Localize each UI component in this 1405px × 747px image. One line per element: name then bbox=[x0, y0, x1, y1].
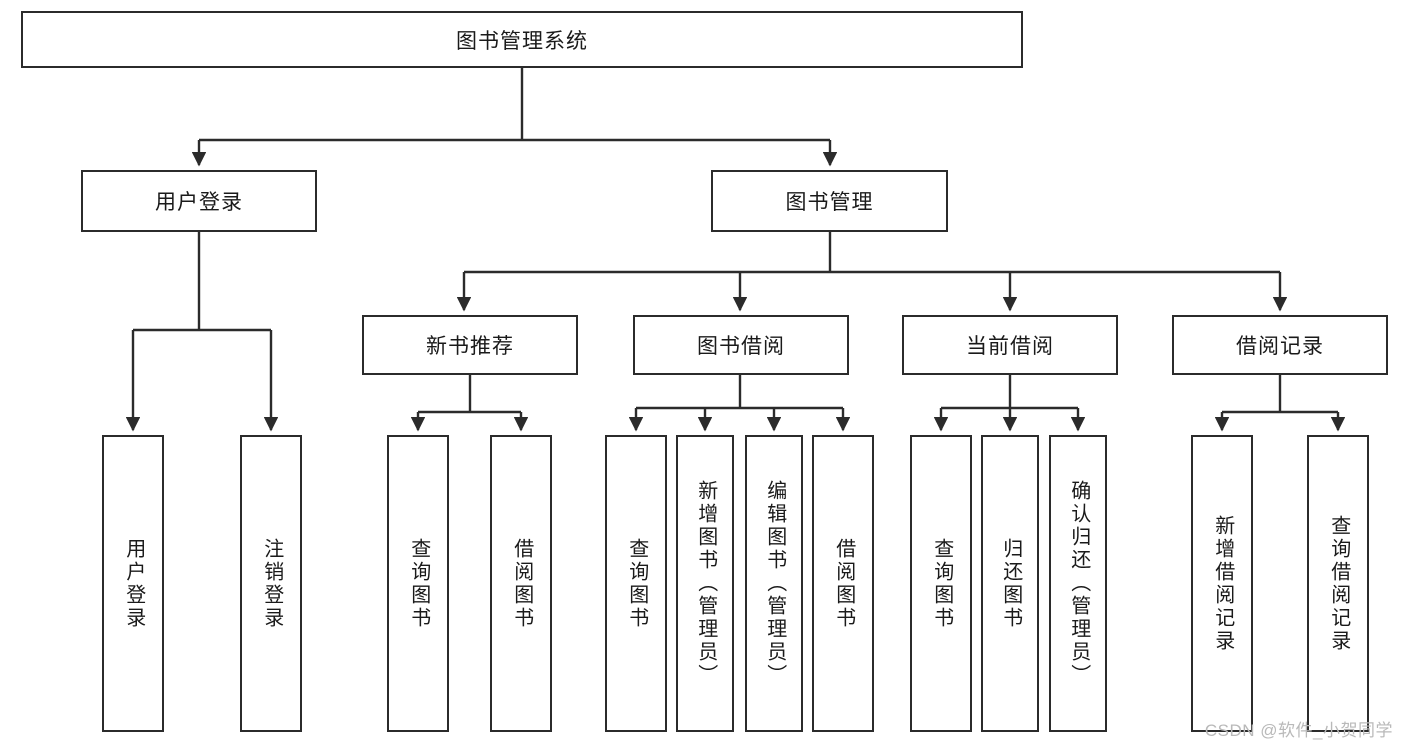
node-leaf-add-borrow-record-label: 新增借阅记录 bbox=[1211, 514, 1234, 653]
node-leaf-borrow-book-1-label: 借阅图书 bbox=[510, 537, 533, 630]
node-new-book-recommend[interactable]: 新书推荐 bbox=[362, 315, 578, 375]
node-leaf-borrow-book-1[interactable]: 借阅图书 bbox=[490, 435, 552, 732]
node-user-login[interactable]: 用户登录 bbox=[81, 170, 317, 232]
node-leaf-borrow-book-2[interactable]: 借阅图书 bbox=[812, 435, 874, 732]
node-leaf-query-book-3-label: 查询图书 bbox=[930, 537, 953, 630]
node-leaf-logout-login-label: 注销登录 bbox=[260, 537, 283, 630]
node-leaf-query-book-3[interactable]: 查询图书 bbox=[910, 435, 972, 732]
node-current-borrow[interactable]: 当前借阅 bbox=[902, 315, 1118, 375]
node-leaf-query-book-2[interactable]: 查询图书 bbox=[605, 435, 667, 732]
node-book-manage[interactable]: 图书管理 bbox=[711, 170, 948, 232]
node-borrow-record-label: 借阅记录 bbox=[1236, 335, 1324, 358]
node-leaf-add-book-label: 新增图书（管理员） bbox=[694, 480, 717, 687]
node-leaf-edit-book-label: 编辑图书（管理员） bbox=[763, 480, 786, 687]
node-leaf-query-borrow-record-label: 查询借阅记录 bbox=[1327, 514, 1350, 653]
node-leaf-query-borrow-record[interactable]: 查询借阅记录 bbox=[1307, 435, 1369, 732]
node-leaf-logout-login[interactable]: 注销登录 bbox=[240, 435, 302, 732]
node-leaf-edit-book[interactable]: 编辑图书（管理员） bbox=[745, 435, 803, 732]
node-leaf-query-book-1[interactable]: 查询图书 bbox=[387, 435, 449, 732]
node-leaf-user-login-label: 用户登录 bbox=[122, 537, 145, 630]
node-leaf-query-book-2-label: 查询图书 bbox=[625, 537, 648, 630]
node-leaf-return-book-label: 归还图书 bbox=[999, 537, 1022, 630]
node-leaf-add-borrow-record[interactable]: 新增借阅记录 bbox=[1191, 435, 1253, 732]
node-book-manage-label: 图书管理 bbox=[785, 191, 874, 214]
node-root-system[interactable]: 图书管理系统 bbox=[21, 11, 1023, 68]
node-user-login-label: 用户登录 bbox=[155, 191, 243, 214]
node-new-book-recommend-label: 新书推荐 bbox=[426, 335, 514, 358]
node-leaf-user-login[interactable]: 用户登录 bbox=[102, 435, 164, 732]
node-leaf-borrow-book-2-label: 借阅图书 bbox=[832, 537, 855, 630]
node-leaf-query-book-1-label: 查询图书 bbox=[407, 537, 430, 630]
node-book-borrow-label: 图书借阅 bbox=[697, 335, 785, 358]
node-leaf-add-book[interactable]: 新增图书（管理员） bbox=[676, 435, 734, 732]
node-root-system-label: 图书管理系统 bbox=[456, 29, 588, 53]
node-book-borrow[interactable]: 图书借阅 bbox=[633, 315, 849, 375]
csdn-watermark: CSDN @软件_小贺同学 bbox=[1204, 721, 1393, 740]
node-leaf-confirm-return-label: 确认归还（管理员） bbox=[1067, 480, 1090, 687]
node-current-borrow-label: 当前借阅 bbox=[966, 335, 1054, 358]
node-borrow-record[interactable]: 借阅记录 bbox=[1172, 315, 1388, 375]
node-leaf-return-book[interactable]: 归还图书 bbox=[981, 435, 1039, 732]
node-leaf-confirm-return[interactable]: 确认归还（管理员） bbox=[1049, 435, 1107, 732]
